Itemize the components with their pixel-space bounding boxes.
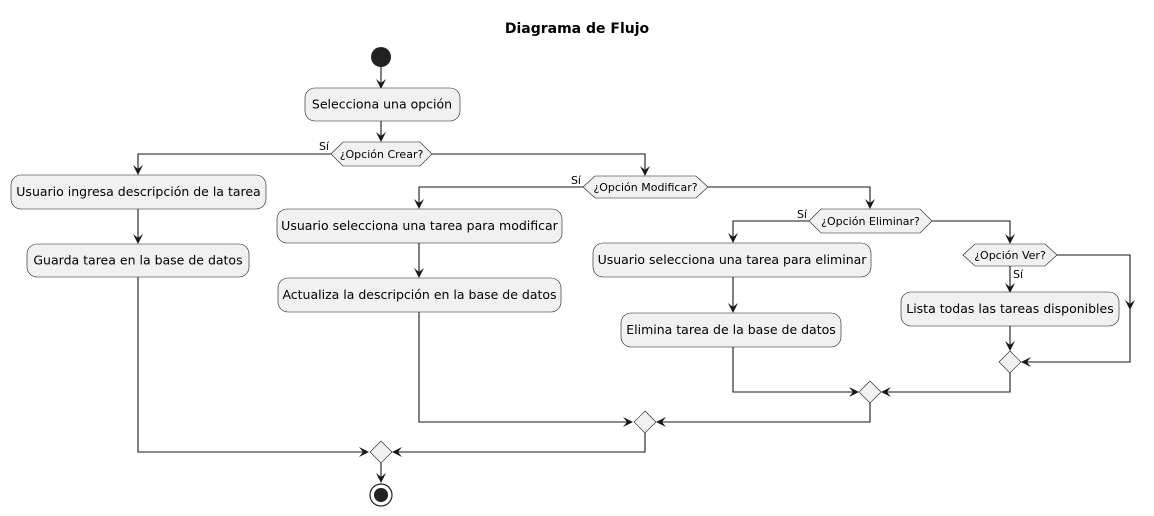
activity-label: Guarda tarea en la base de datos	[33, 253, 242, 268]
edges	[133, 67, 1135, 483]
activity-modify-select: Usuario selecciona una tarea para modifi…	[276, 208, 563, 244]
decision-label: ¿Opción Ver?	[974, 249, 1046, 262]
decision-modify: ¿Opción Modificar?	[582, 175, 709, 199]
activity-label: Selecciona una opción	[312, 97, 452, 112]
merge-delete	[858, 380, 882, 404]
start-node	[371, 47, 391, 67]
decision-delete: ¿Opción Eliminar?	[808, 208, 933, 234]
activity-label: Usuario selecciona una tarea para elimin…	[598, 252, 868, 267]
diagram-title: Diagrama de Flujo	[505, 21, 650, 37]
activity-label: Lista todas las tareas disponibles	[906, 301, 1114, 316]
decision-label: ¿Opción Crear?	[340, 148, 424, 161]
activity-label: Actualiza la descripción en la base de d…	[282, 287, 556, 302]
activity-label: Usuario ingresa descripción de la tarea	[16, 184, 260, 199]
decision-label: ¿Opción Eliminar?	[821, 215, 920, 228]
merge-view	[998, 350, 1022, 374]
branch-label-create-yes: Sí	[319, 140, 330, 153]
branch-label-delete-yes: Sí	[797, 208, 808, 221]
branch-label-view-yes: Sí	[1013, 268, 1024, 281]
decision-label: ¿Opción Modificar?	[593, 181, 697, 194]
end-node	[369, 483, 393, 507]
activity-create-save: Guarda tarea en la base de datos	[26, 243, 250, 278]
decision-create: ¿Opción Crear?	[330, 141, 433, 167]
activity-modify-update: Actualiza la descripción en la base de d…	[277, 277, 562, 313]
activity-label: Usuario selecciona una tarea para modifi…	[281, 218, 558, 233]
merge-modify	[633, 410, 657, 434]
activity-select-option: Selecciona una opción	[304, 87, 461, 122]
merge-create	[369, 440, 393, 464]
activity-delete-select: Usuario selecciona una tarea para elimin…	[592, 242, 872, 278]
activity-view-list: Lista todas las tareas disponibles	[900, 291, 1120, 327]
activity-delete-remove: Elimina tarea de la base de datos	[620, 312, 842, 348]
decision-view: ¿Opción Ver?	[962, 243, 1058, 267]
branch-label-modify-yes: Sí	[571, 174, 582, 187]
activity-create-enter: Usuario ingresa descripción de la tarea	[10, 174, 267, 210]
activity-label: Elimina tarea de la base de datos	[626, 322, 836, 337]
